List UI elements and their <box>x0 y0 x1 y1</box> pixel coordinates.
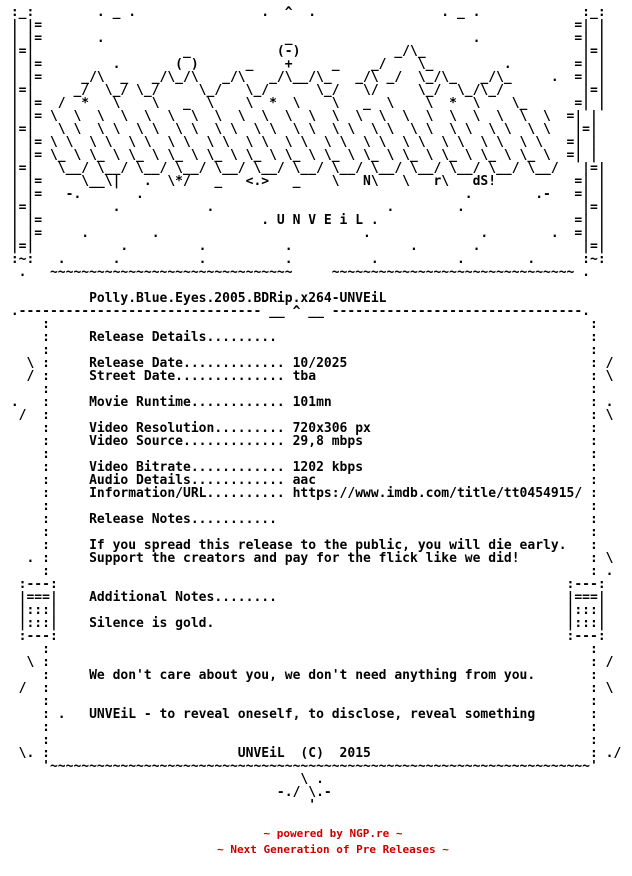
nfo-details-art: .------------------------------- __ ^ __… <box>10 304 622 813</box>
release-name: Polly.Blue.Eyes.2005.BDRip.x264-UNVEiL <box>89 291 387 306</box>
footer-tagline: ~ Next Generation of Pre Releases ~ <box>217 843 449 856</box>
footer-powered-by: ~ powered by NGP.re ~ <box>263 827 403 840</box>
site-footer: ~ powered by NGP.re ~ ~ Next Generation … <box>0 826 632 858</box>
ascii-logo-art: :_: . _ . . ^ . . _ . :_: | |= =| | | |=… <box>10 5 606 280</box>
